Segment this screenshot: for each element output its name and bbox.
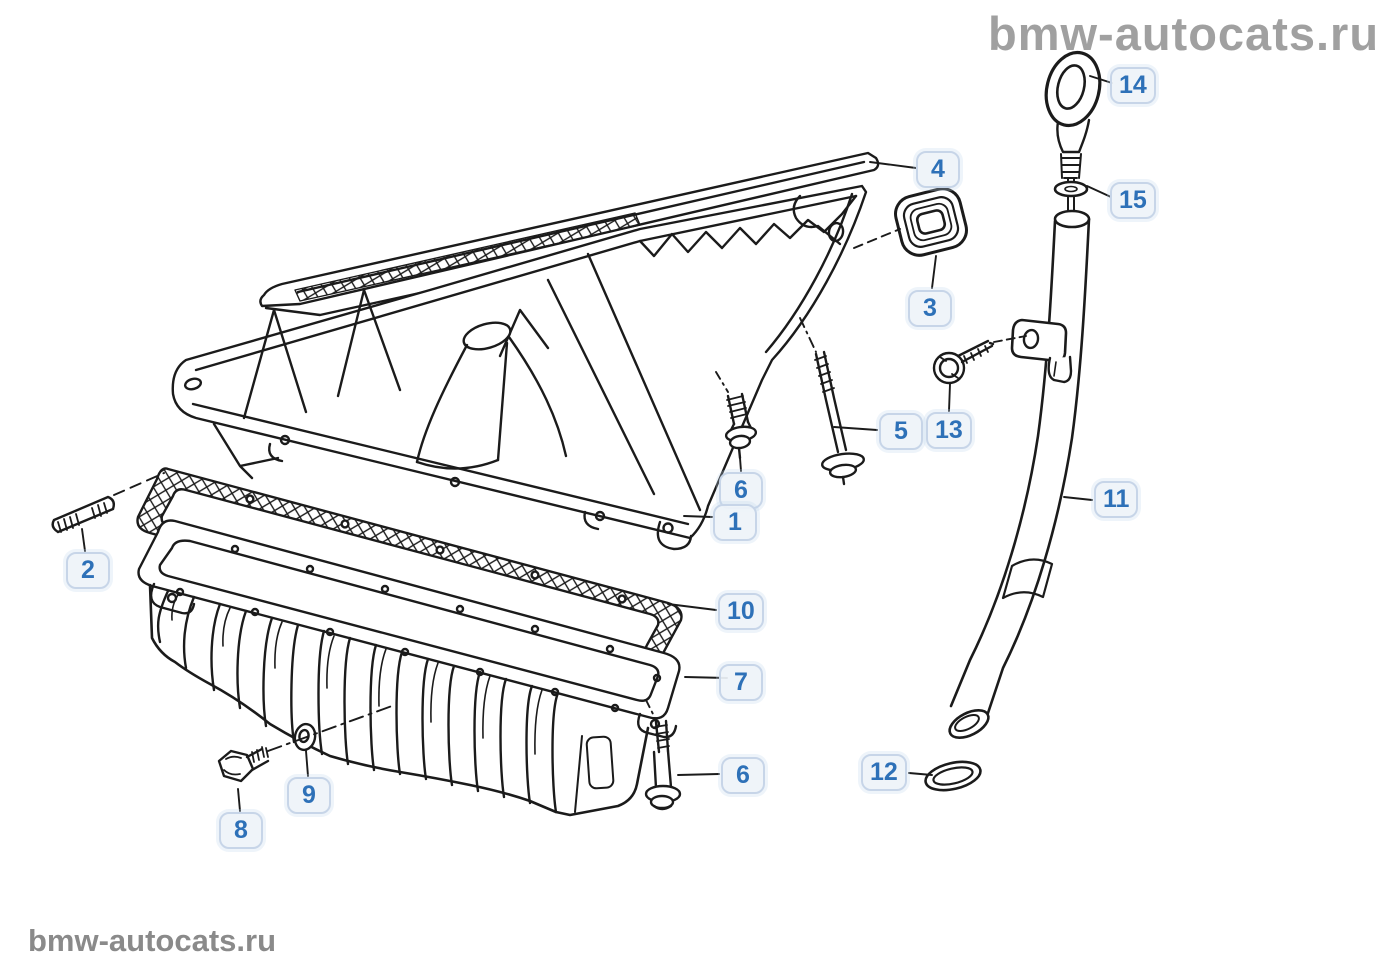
grommet-drawing <box>894 187 968 257</box>
part-label-6[interactable]: 6 <box>719 472 763 509</box>
part-label-3[interactable]: 3 <box>908 290 952 327</box>
drain-plug-drawing <box>217 746 270 783</box>
watermark-bottom-left: bmw-autocats.ru <box>28 923 277 958</box>
lower-oil-pan-drawing <box>137 519 681 817</box>
part-label-1[interactable]: 1 <box>713 504 757 541</box>
part-label-8[interactable]: 8 <box>219 812 263 849</box>
dipstick-drawing <box>948 50 1102 739</box>
dipstick-oring-upper <box>1053 180 1089 198</box>
part-label-6[interactable]: 6 <box>721 757 765 794</box>
bolt-5-drawing <box>814 350 866 486</box>
part-label-14[interactable]: 14 <box>1110 67 1156 104</box>
bolt-6-lower-drawing <box>644 719 682 811</box>
part-label-13[interactable]: 13 <box>926 412 972 449</box>
part-label-5[interactable]: 5 <box>879 413 923 450</box>
stud-drawing <box>51 495 116 534</box>
screw-13-drawing <box>932 339 995 385</box>
part-label-10[interactable]: 10 <box>718 593 764 630</box>
part-label-2[interactable]: 2 <box>66 552 110 589</box>
leader-lines <box>81 75 1113 812</box>
part-label-7[interactable]: 7 <box>719 664 763 701</box>
part-label-9[interactable]: 9 <box>287 777 331 814</box>
oring-12-drawing <box>924 760 982 792</box>
dipstick-handle-ring <box>1044 50 1102 128</box>
baffle-plate-drawing <box>259 151 880 317</box>
watermark-top-right: bmw-autocats.ru <box>988 7 1380 60</box>
part-label-15[interactable]: 15 <box>1110 182 1156 219</box>
upper-oil-pan-drawing <box>171 184 868 551</box>
bolt-6-upper-drawing <box>724 392 758 460</box>
part-label-4[interactable]: 4 <box>916 151 960 188</box>
part-label-12[interactable]: 12 <box>861 754 907 791</box>
part-label-11[interactable]: 11 <box>1094 481 1139 518</box>
